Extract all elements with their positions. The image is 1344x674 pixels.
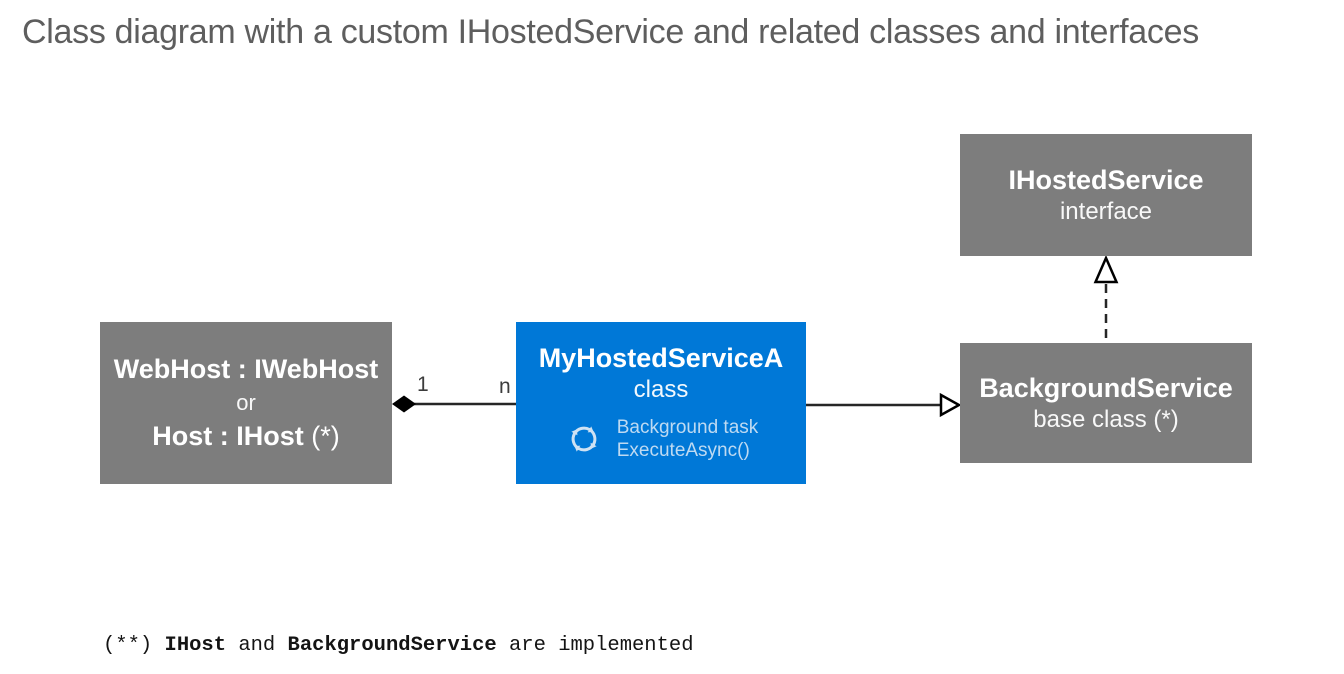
node-webhost-or: or xyxy=(236,390,256,415)
footnote: (**) IHost and BackgroundService are imp… xyxy=(103,581,694,674)
node-webhost-line1: WebHost : IWebHost xyxy=(113,354,379,384)
node-webhost-line3: Host : IHost (*) xyxy=(152,421,340,451)
footnote-line-1: (**) IHost and BackgroundService are imp… xyxy=(103,634,694,657)
node-backgroundservice-name: BackgroundService xyxy=(979,372,1233,403)
multiplicity-label-n: n xyxy=(499,375,511,398)
node-myhostedservice-name: MyHostedServiceA xyxy=(538,343,784,373)
diagram-title: Class diagram with a custom IHostedServi… xyxy=(22,13,1199,51)
background-task-text: Background task ExecuteAsync() xyxy=(616,417,759,461)
node-myhostedservice-stereotype: class xyxy=(633,376,689,403)
node-ihostedservice: IHostedService interface xyxy=(960,134,1252,256)
node-webhost: WebHost : IWebHost or Host : IHost (*) xyxy=(100,322,392,484)
realization-edge xyxy=(1093,254,1119,343)
node-myhostedservice: MyHostedServiceA class Background task E… xyxy=(516,322,806,484)
node-backgroundservice: BackgroundService base class (*) xyxy=(960,343,1252,463)
node-ihostedservice-name: IHostedService xyxy=(1008,164,1204,195)
composition-diamond xyxy=(392,395,416,413)
node-ihostedservice-stereotype: interface xyxy=(1059,197,1153,225)
sync-arrows-icon xyxy=(569,426,598,454)
realization-triangle xyxy=(1093,254,1119,284)
multiplicity-label-1: 1 xyxy=(417,373,429,396)
node-backgroundservice-stereotype: base class (*) xyxy=(1033,405,1179,433)
background-task-detail: Background task ExecuteAsync() xyxy=(564,416,759,462)
inheritance-triangle xyxy=(939,392,962,418)
inheritance-edge xyxy=(806,392,962,418)
